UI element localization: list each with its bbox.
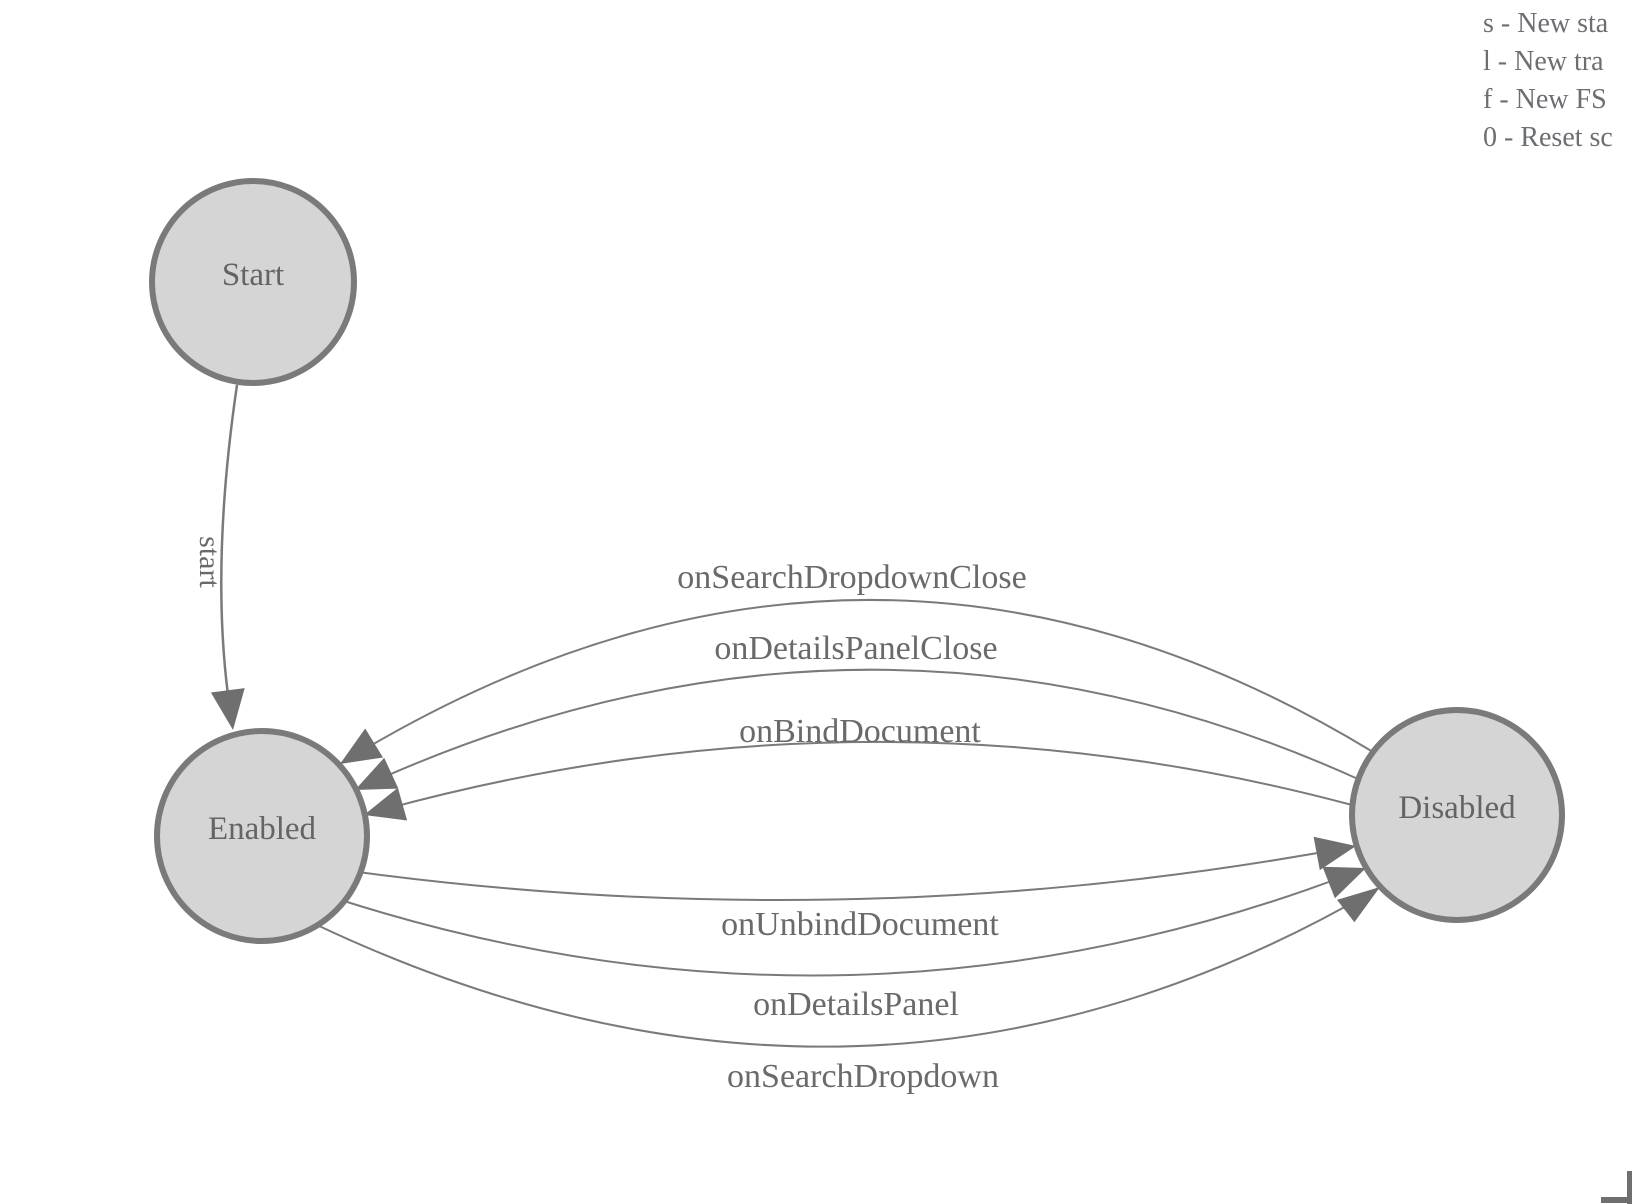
state-label-start: Start	[222, 257, 284, 293]
state-label-enabled: Enabled	[208, 811, 317, 847]
transition-label-onSearchDropdownClose: onSearchDropdownClose	[677, 559, 1026, 596]
transition-edge-onDetailsPanel[interactable]	[343, 867, 1367, 977]
arrowhead-icon[interactable]	[1313, 836, 1356, 871]
transition-label-onBindDocument: onBindDocument	[739, 713, 981, 750]
transition-edge-onDetailsPanelClose[interactable]	[354, 668, 1359, 791]
arrowhead-icon[interactable]	[1322, 866, 1367, 899]
canvas-corner-mark	[1601, 1197, 1632, 1203]
transition-label-onSearchDropdown: onSearchDropdown	[727, 1058, 999, 1095]
transition-label-onUnbindDocument: onUnbindDocument	[721, 906, 999, 943]
transition-edge-start[interactable]	[220, 384, 239, 696]
arrowhead-icon[interactable]	[1337, 887, 1380, 923]
arrowhead-icon[interactable]	[210, 688, 245, 730]
legend-line: l - New tra	[1483, 46, 1604, 77]
transition-label-onDetailsPanelClose: onDetailsPanelClose	[714, 630, 997, 667]
state-label-disabled: Disabled	[1398, 790, 1516, 826]
transition-edge-onBindDocument[interactable]	[363, 740, 1353, 816]
arrowhead-icon[interactable]	[364, 787, 408, 821]
state-node-disabled[interactable]	[1349, 707, 1565, 923]
transition-label-onDetailsPanel: onDetailsPanel	[753, 986, 959, 1023]
legend-line: 0 - Reset sc	[1483, 122, 1613, 153]
legend-line: s - New sta	[1483, 8, 1609, 39]
transition-edge-onSearchDropdown[interactable]	[316, 886, 1381, 1048]
arrowhead-icon[interactable]	[355, 757, 399, 790]
transition-label-start: start	[193, 536, 226, 588]
arrowhead-icon[interactable]	[340, 728, 383, 765]
transition-edge-onSearchDropdownClose[interactable]	[339, 599, 1374, 765]
legend-line: f - New FS	[1483, 84, 1607, 115]
canvas-corner-mark	[1627, 1171, 1632, 1204]
transition-edge-onUnbindDocument[interactable]	[357, 845, 1357, 902]
shortcut-legend: s - New sta l - New tra f - New FS 0 - R…	[1483, 5, 1613, 157]
state-node-enabled[interactable]	[154, 728, 370, 944]
state-node-start[interactable]	[149, 178, 357, 386]
